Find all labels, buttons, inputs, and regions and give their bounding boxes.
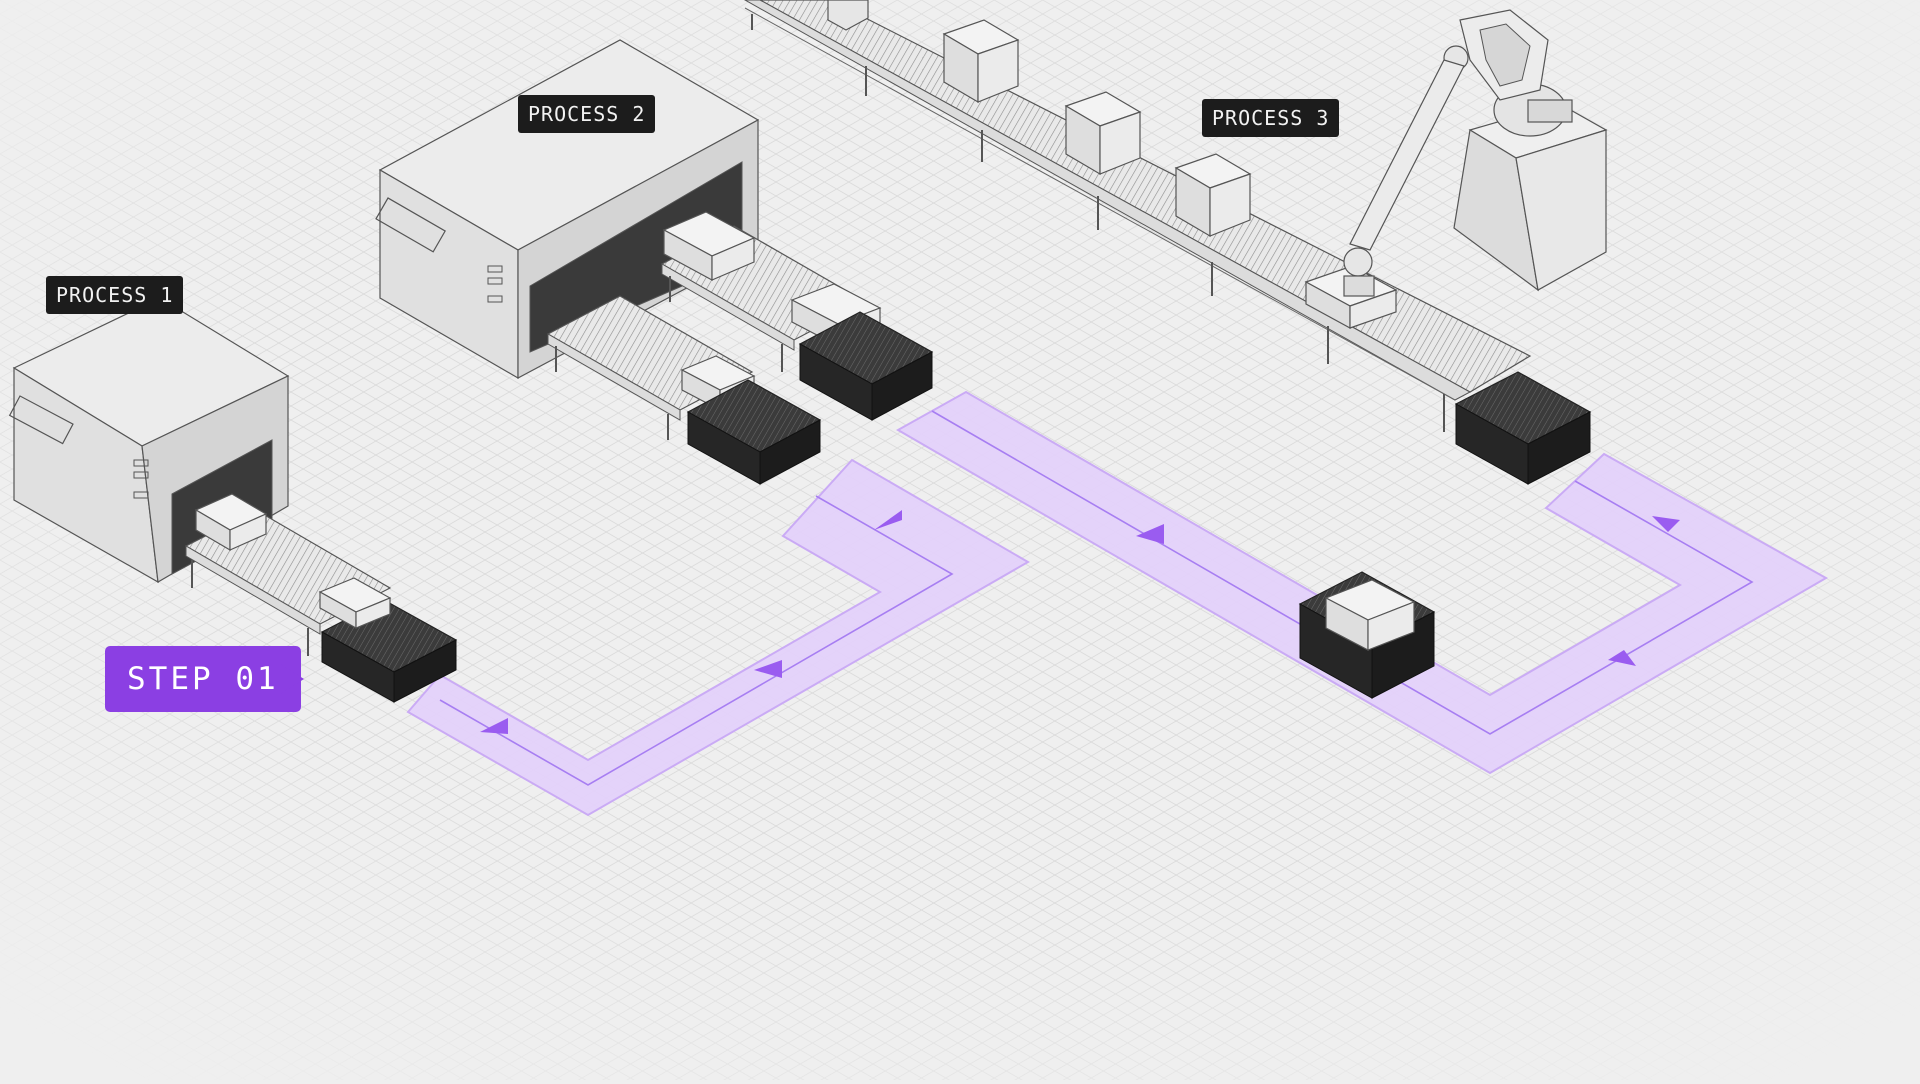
package-box xyxy=(662,211,756,282)
route-arrow-icon xyxy=(874,510,902,530)
package-box xyxy=(1064,91,1142,176)
process-3-label: PROCESS 3 xyxy=(1202,99,1340,137)
package-box xyxy=(194,493,268,552)
robot-arm xyxy=(1343,9,1608,297)
agv-route-1 xyxy=(406,458,1031,817)
route-arrow-icon xyxy=(480,718,508,734)
package-box xyxy=(827,0,869,31)
step-pointer-icon xyxy=(280,664,304,694)
agv-robot xyxy=(686,379,822,485)
route-arrow-icon xyxy=(1652,516,1680,532)
agv-robot xyxy=(1298,571,1436,699)
agv-robot xyxy=(318,577,458,703)
route-arrow-icon xyxy=(1136,524,1164,544)
step-badge: STEP 01 xyxy=(105,646,301,712)
agv-route-2 xyxy=(895,390,1829,775)
route-arrow-icon xyxy=(754,660,782,678)
process-1-label: PROCESS 1 xyxy=(46,276,184,314)
agv-robot xyxy=(798,311,934,421)
agv-robot xyxy=(1454,371,1592,485)
package-box xyxy=(1174,153,1252,238)
process-2-label: PROCESS 2 xyxy=(518,95,656,133)
package-box xyxy=(942,19,1020,104)
route-arrow-icon xyxy=(1608,650,1636,666)
process-2-machine xyxy=(375,39,760,380)
